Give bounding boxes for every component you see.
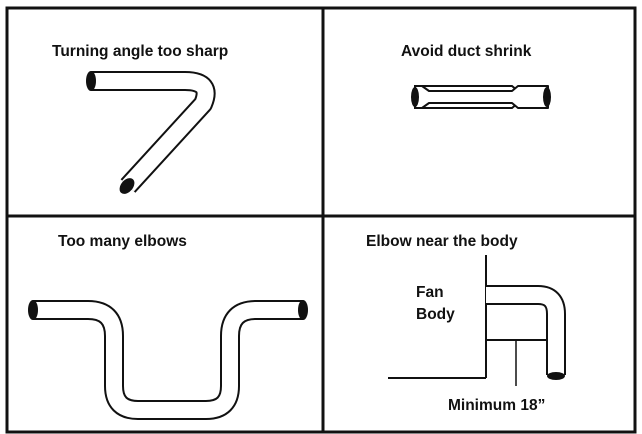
panel-title-many-elbows: Too many elbows bbox=[58, 233, 187, 250]
duct-opening-left bbox=[86, 71, 96, 91]
duct-opening-left bbox=[411, 87, 419, 107]
fan-body-outline bbox=[388, 255, 487, 379]
duct-opening-right bbox=[298, 300, 308, 320]
panel-title-elbow-near-body: Elbow near the body bbox=[366, 233, 518, 250]
duct-opening-bottom bbox=[547, 372, 565, 380]
minimum-distance-label: Minimum 18” bbox=[448, 397, 546, 414]
elbow-near-body-duct bbox=[486, 285, 566, 380]
many-elbows-duct bbox=[28, 300, 308, 420]
fan-body-label-line2: Body bbox=[416, 306, 455, 323]
duct-opening-right bbox=[543, 87, 551, 107]
duct-opening-left bbox=[28, 300, 38, 320]
panel-title-sharp-angle: Turning angle too sharp bbox=[52, 43, 229, 60]
outer-frame bbox=[5, 6, 637, 434]
fan-body-label-line1: Fan bbox=[416, 284, 444, 301]
duct-opening-bottom bbox=[119, 178, 135, 194]
sharp-angle-duct bbox=[86, 71, 216, 194]
shrinking-duct bbox=[411, 85, 551, 109]
panel-title-duct-shrink: Avoid duct shrink bbox=[401, 43, 532, 60]
